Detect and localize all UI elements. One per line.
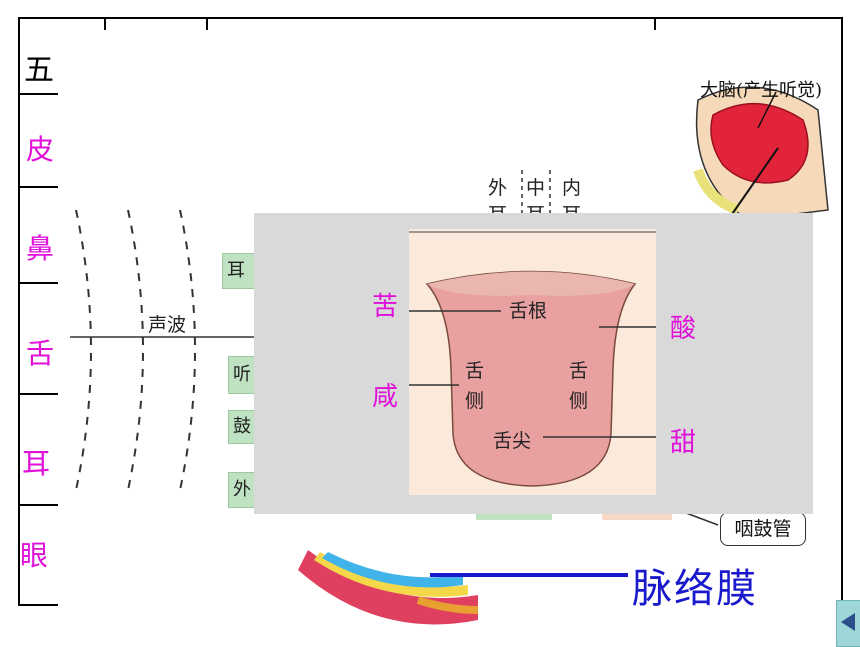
tongue-tip-label: 舌尖 xyxy=(493,430,531,452)
eustachian-tube-label: 咽鼓管 xyxy=(720,512,806,546)
tongue-image: 舌根 舌 侧 舌 侧 舌尖 xyxy=(409,229,656,495)
col-divider-1 xyxy=(104,17,106,37)
ear-diagram-graphics xyxy=(70,86,829,625)
tongue-drawing: 舌根 舌 侧 舌 侧 舌尖 xyxy=(409,231,656,487)
row-label-skin: 皮 xyxy=(26,133,55,166)
col-divider-2 xyxy=(206,17,208,37)
taste-sweet-label: 甜 xyxy=(670,428,697,458)
ear-part-middle: 中 xyxy=(526,177,546,199)
row-divider xyxy=(18,186,58,188)
tongue-side-left-1: 舌 xyxy=(465,360,484,382)
table-left-border xyxy=(18,17,20,606)
tongue-side-left-2: 侧 xyxy=(465,390,484,412)
row-label-eye: 眼 xyxy=(20,539,49,572)
row-divider xyxy=(18,282,58,284)
row-label-nose: 鼻 xyxy=(26,232,55,265)
row-divider xyxy=(18,93,58,95)
ear-part-outer: 外 xyxy=(488,177,508,199)
taste-sour-label: 酸 xyxy=(670,314,697,344)
table-top-border xyxy=(18,17,843,19)
prev-slide-button[interactable] xyxy=(836,600,860,647)
taste-salty-label: 咸 xyxy=(372,382,399,412)
row-label-tongue: 舌 xyxy=(26,337,55,370)
table-right-border xyxy=(841,17,843,606)
col-divider-3 xyxy=(654,17,656,37)
sound-wave-label: 声波 xyxy=(148,314,187,336)
row-divider xyxy=(18,504,58,506)
triangle-left-icon xyxy=(841,613,855,631)
row-label-ear: 耳 xyxy=(22,447,51,480)
choroid-label: 脉络膜 xyxy=(632,566,758,612)
brain-label: 大脑(产生听觉) xyxy=(700,80,823,101)
taste-bitter-label: 苦 xyxy=(372,292,399,322)
tongue-side-right-1: 舌 xyxy=(569,360,588,382)
row-divider xyxy=(18,393,58,395)
tongue-root-label: 舌根 xyxy=(509,300,547,322)
table-header-label: 五 xyxy=(24,53,54,88)
ear-part-inner: 内 xyxy=(562,177,582,199)
tongue-side-right-2: 侧 xyxy=(569,390,588,412)
